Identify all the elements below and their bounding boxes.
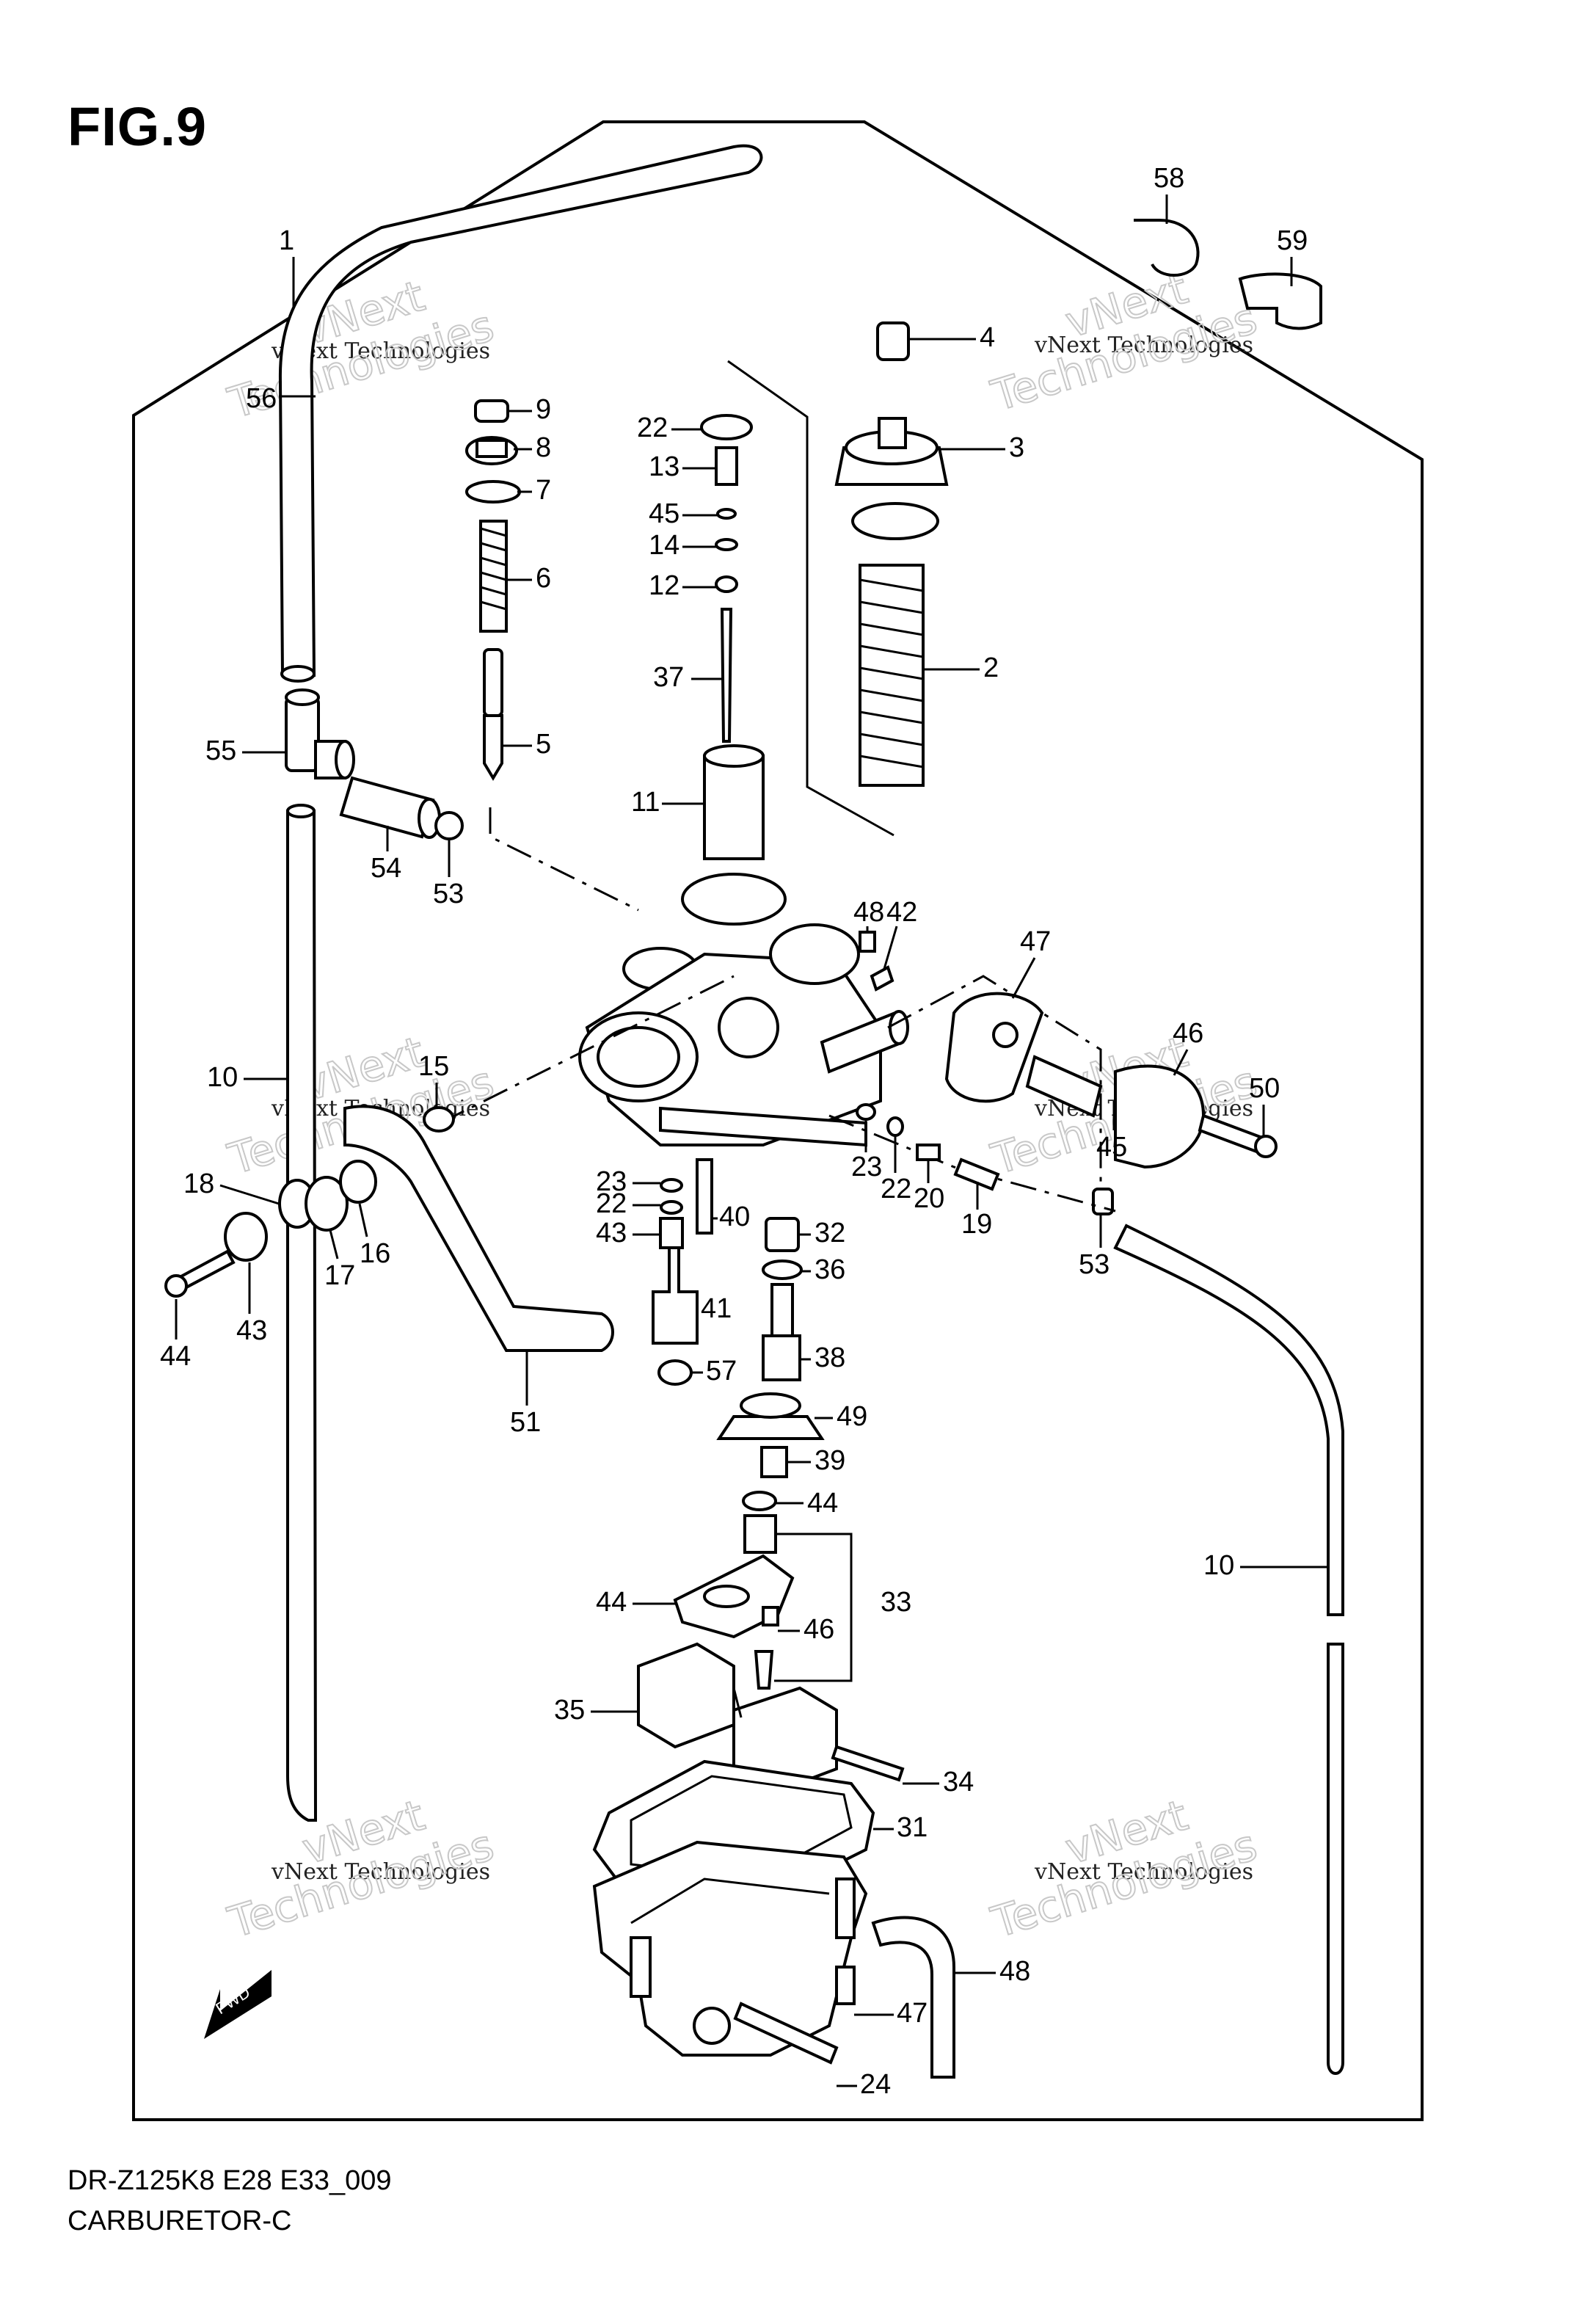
svg-text:16: 16 bbox=[360, 1238, 390, 1269]
watermark-top-right: vNext Technologies vNext Technologies bbox=[985, 263, 1263, 422]
svg-text:22: 22 bbox=[881, 1174, 911, 1204]
svg-text:31: 31 bbox=[897, 1812, 928, 1843]
svg-text:56: 56 bbox=[246, 383, 277, 414]
svg-text:1: 1 bbox=[279, 225, 294, 256]
svg-text:8: 8 bbox=[536, 432, 551, 463]
svg-text:24: 24 bbox=[860, 2069, 891, 2100]
svg-text:15: 15 bbox=[418, 1051, 449, 1082]
svg-text:12: 12 bbox=[649, 570, 679, 601]
fwd-arrow-icon: FWD bbox=[204, 1970, 272, 2039]
model-code: DR-Z125K8 E28 E33_009 bbox=[68, 2165, 392, 2196]
svg-text:9: 9 bbox=[536, 394, 551, 425]
svg-text:11: 11 bbox=[631, 787, 660, 818]
assembly-frame bbox=[132, 120, 1424, 2121]
svg-text:44: 44 bbox=[807, 1488, 838, 1519]
svg-text:48: 48 bbox=[853, 897, 884, 928]
hose-clamp-58 bbox=[1134, 219, 1200, 277]
svg-text:6: 6 bbox=[536, 563, 551, 594]
svg-text:37: 37 bbox=[653, 662, 684, 693]
svg-text:44: 44 bbox=[596, 1587, 627, 1618]
svg-text:57: 57 bbox=[706, 1356, 737, 1386]
top-cap-and-spring bbox=[834, 321, 949, 787]
float-chamber bbox=[592, 1840, 868, 2057]
svg-text:5: 5 bbox=[536, 729, 551, 760]
svg-text:43: 43 bbox=[596, 1218, 627, 1248]
svg-text:7: 7 bbox=[536, 475, 551, 506]
svg-text:33: 33 bbox=[881, 1587, 911, 1618]
svg-text:19: 19 bbox=[961, 1209, 992, 1240]
svg-text:4: 4 bbox=[980, 322, 995, 353]
svg-text:22: 22 bbox=[596, 1188, 627, 1219]
vent-hose-left bbox=[286, 810, 318, 1822]
callout-labels: 1 56 9 8 7 6 5 22 13 45 14 12 37 bbox=[160, 163, 1328, 2100]
svg-text:vNext Technologies: vNext Technologies bbox=[1034, 1859, 1253, 1885]
svg-text:51: 51 bbox=[510, 1407, 541, 1438]
svg-text:45: 45 bbox=[649, 498, 679, 529]
svg-text:44: 44 bbox=[160, 1341, 191, 1372]
svg-text:53: 53 bbox=[1079, 1249, 1109, 1280]
accelerator-pump-cover bbox=[944, 992, 1278, 1169]
svg-text:55: 55 bbox=[205, 735, 236, 766]
hose-t-joint bbox=[285, 688, 355, 779]
short-hose bbox=[339, 776, 435, 839]
svg-text:46: 46 bbox=[804, 1614, 834, 1645]
svg-text:18: 18 bbox=[183, 1168, 214, 1199]
svg-text:42: 42 bbox=[886, 897, 917, 928]
svg-text:45: 45 bbox=[1096, 1132, 1127, 1163]
watermark-bottom-right: vNext Technologies vNext Technologies bbox=[985, 1789, 1263, 1949]
vent-hose-upper bbox=[278, 144, 763, 677]
svg-text:2: 2 bbox=[983, 652, 999, 683]
svg-text:35: 35 bbox=[554, 1695, 585, 1726]
svg-text:20: 20 bbox=[914, 1183, 944, 1214]
svg-text:47: 47 bbox=[897, 1998, 928, 2029]
svg-text:17: 17 bbox=[324, 1260, 355, 1291]
starter-plunger-stack bbox=[465, 399, 521, 781]
svg-text:40: 40 bbox=[719, 1202, 750, 1232]
throttle-valve-stack bbox=[700, 414, 765, 860]
section-name: CARBURETOR-C bbox=[68, 2206, 292, 2236]
svg-text:32: 32 bbox=[815, 1218, 845, 1248]
svg-text:vNext Technologies: vNext Technologies bbox=[1034, 332, 1253, 358]
svg-text:3: 3 bbox=[1009, 432, 1024, 463]
vent-hose-right bbox=[1113, 1224, 1344, 1616]
svg-text:58: 58 bbox=[1154, 163, 1184, 194]
carburetor-body bbox=[578, 873, 909, 1147]
svg-text:59: 59 bbox=[1277, 225, 1308, 256]
svg-text:10: 10 bbox=[1203, 1550, 1234, 1581]
svg-text:53: 53 bbox=[433, 879, 464, 909]
svg-text:47: 47 bbox=[1020, 926, 1051, 957]
svg-text:38: 38 bbox=[815, 1342, 845, 1373]
watermark-bottom-left: vNext Technologies vNext Technologies bbox=[222, 1789, 500, 1949]
svg-text:vNext Technologies: vNext Technologies bbox=[271, 1859, 490, 1885]
throttle-cable-bracket bbox=[343, 1105, 614, 1352]
svg-text:10: 10 bbox=[207, 1062, 238, 1093]
svg-text:48: 48 bbox=[999, 1956, 1030, 1987]
svg-text:54: 54 bbox=[371, 853, 401, 884]
svg-text:49: 49 bbox=[837, 1401, 867, 1432]
svg-text:43: 43 bbox=[236, 1315, 267, 1346]
svg-text:50: 50 bbox=[1249, 1073, 1280, 1104]
svg-text:14: 14 bbox=[649, 530, 679, 561]
svg-text:41: 41 bbox=[701, 1293, 732, 1324]
svg-text:22: 22 bbox=[637, 412, 668, 443]
hose-clamp-59 bbox=[1238, 272, 1322, 330]
svg-text:46: 46 bbox=[1173, 1018, 1203, 1049]
svg-text:39: 39 bbox=[815, 1445, 845, 1476]
svg-text:23: 23 bbox=[851, 1152, 882, 1182]
figure-title: FIG.9 bbox=[68, 96, 208, 157]
svg-text:13: 13 bbox=[649, 451, 679, 482]
svg-text:23: 23 bbox=[596, 1166, 627, 1197]
svg-text:34: 34 bbox=[943, 1767, 974, 1797]
svg-text:36: 36 bbox=[815, 1254, 845, 1285]
